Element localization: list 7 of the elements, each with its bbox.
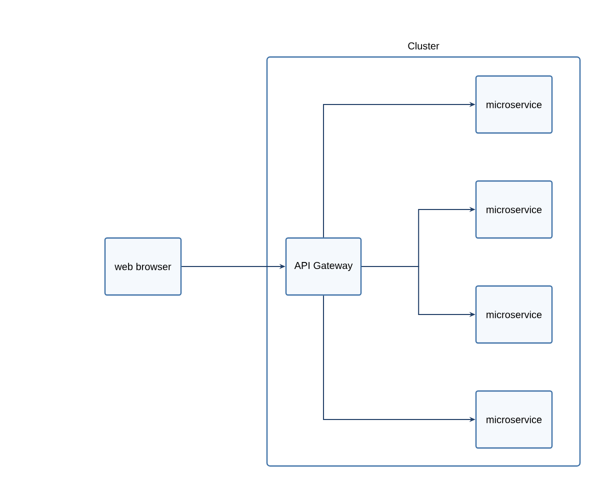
- service-box: microservice: [475, 75, 553, 134]
- service-box: microservice: [475, 390, 553, 449]
- service-box: microservice: [475, 285, 553, 344]
- cluster-title: Cluster: [408, 42, 440, 50]
- service-box: microservice: [475, 180, 553, 239]
- gateway-box: API Gateway: [285, 237, 362, 296]
- browser-box: web browser: [104, 237, 182, 296]
